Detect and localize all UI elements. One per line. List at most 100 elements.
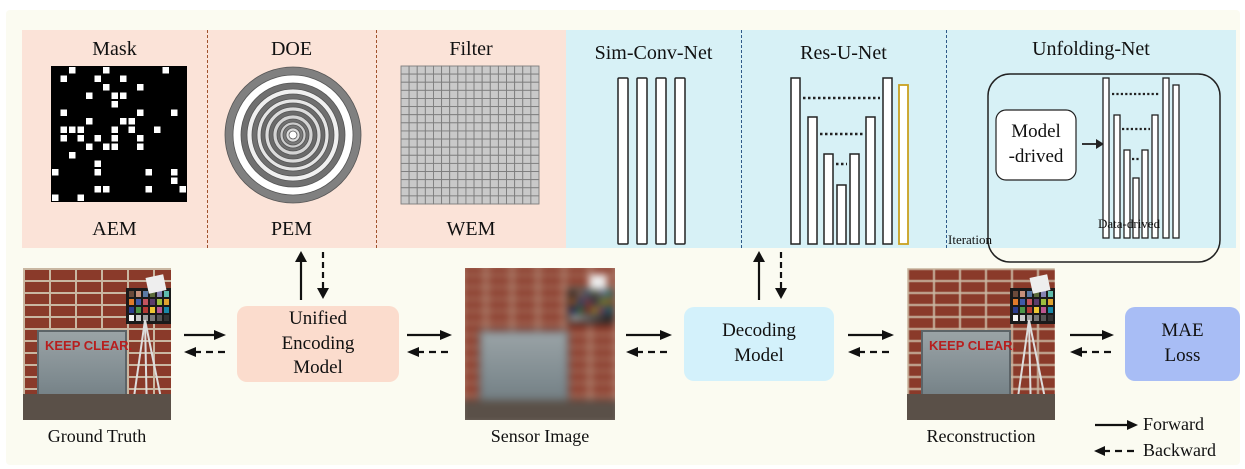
doe-title: DOE bbox=[270, 38, 313, 60]
backward-arrowhead bbox=[184, 347, 196, 357]
sensor-color-checker bbox=[568, 288, 614, 324]
legend-forward-arrow bbox=[1095, 420, 1138, 430]
mask-aperture bbox=[120, 75, 127, 82]
aem-caption: AEM bbox=[92, 218, 137, 240]
mask-aperture bbox=[94, 135, 101, 142]
backward-arrowhead bbox=[407, 347, 419, 357]
backward-arrowhead bbox=[626, 347, 638, 357]
forward-arrowhead bbox=[660, 330, 672, 340]
decoding-model-box: Decoding Model bbox=[684, 307, 834, 381]
mask-aperture bbox=[60, 135, 67, 142]
mae-loss-box: MAE Loss bbox=[1125, 307, 1240, 381]
reconstruction-color-checker bbox=[1010, 288, 1055, 324]
mask-aperture bbox=[77, 135, 84, 142]
mask-aperture bbox=[103, 143, 110, 150]
mask-aperture bbox=[111, 92, 118, 99]
mask-aperture bbox=[94, 160, 101, 167]
mask-aperture bbox=[52, 194, 59, 201]
model-driven-box: Model -drived bbox=[1008, 121, 1064, 167]
ground-truth-label: Ground Truth bbox=[47, 426, 147, 446]
mask-aperture bbox=[171, 109, 178, 116]
mask-aperture bbox=[128, 126, 135, 133]
mask-aperture bbox=[171, 177, 178, 184]
mask-aperture bbox=[137, 109, 144, 116]
mask-aperture bbox=[86, 118, 93, 125]
mask-aperture bbox=[145, 169, 152, 176]
mask-aperture bbox=[86, 92, 93, 99]
mask-aperture bbox=[111, 126, 118, 133]
mask-aperture bbox=[60, 126, 67, 133]
mask-title: Mask bbox=[92, 38, 137, 60]
mask-aperture bbox=[60, 75, 67, 82]
mask-aperture bbox=[52, 169, 59, 176]
decoding-separator-1 bbox=[741, 30, 742, 248]
ground-truth-image: KEEP CLEAR. bbox=[23, 268, 171, 420]
mask-aperture bbox=[137, 143, 144, 150]
mask-aperture bbox=[94, 75, 101, 82]
res-u-net-title: Res-U-Net bbox=[800, 42, 887, 64]
mask-aperture bbox=[103, 84, 110, 91]
mask-aperture bbox=[154, 126, 161, 133]
doe-ring bbox=[288, 130, 298, 140]
filter-grid bbox=[400, 65, 540, 205]
sensor-image bbox=[465, 268, 615, 420]
mask-aperture bbox=[94, 169, 101, 176]
mask-aperture bbox=[69, 152, 76, 159]
mask-aperture bbox=[137, 135, 144, 142]
encoding-vertical-arrows bbox=[295, 251, 329, 300]
iteration-label: Iteration bbox=[948, 232, 993, 247]
mask-aperture bbox=[111, 143, 118, 150]
data-driven-label: Data-drived bbox=[1098, 216, 1161, 231]
unified-encoding-model-box: Unified Encoding Model bbox=[237, 306, 399, 382]
mask-aperture bbox=[128, 118, 135, 125]
mask-aperture bbox=[69, 67, 76, 74]
mask-aperture bbox=[120, 118, 127, 125]
legend-forward-label: Forward bbox=[1143, 414, 1204, 434]
mask-aperture bbox=[103, 186, 110, 193]
filter-cell bbox=[530, 195, 540, 205]
encoding-separator-1 bbox=[207, 30, 208, 248]
mask-aperture bbox=[137, 84, 144, 91]
unfolding-net-diagram bbox=[987, 73, 1221, 263]
mask-aperture bbox=[111, 135, 118, 142]
encoding-separator-2 bbox=[376, 30, 377, 248]
unfolding-net-title: Unfolding-Net bbox=[1032, 38, 1150, 60]
backward-arrowhead bbox=[848, 347, 860, 357]
mask-aperture bbox=[103, 67, 110, 74]
mask-aperture bbox=[94, 186, 101, 193]
mask-aperture bbox=[162, 67, 169, 74]
forward-arrowhead bbox=[1102, 330, 1114, 340]
mask-aperture bbox=[77, 194, 84, 201]
wem-caption: WEM bbox=[446, 218, 496, 240]
mask-aperture bbox=[111, 101, 118, 108]
mask-aperture bbox=[60, 109, 67, 116]
mask-aperture bbox=[69, 126, 76, 133]
mask-aperture bbox=[171, 169, 178, 176]
filter-title: Filter bbox=[449, 38, 493, 60]
legend-backward-arrow bbox=[1094, 446, 1137, 456]
ground-truth-sign-text: KEEP CLEAR. bbox=[45, 338, 133, 353]
backward-arrowhead bbox=[1070, 347, 1082, 357]
forward-arrowhead bbox=[440, 330, 452, 340]
mask-aperture bbox=[145, 186, 152, 193]
res-u-net-diagram bbox=[790, 77, 909, 245]
mask-background bbox=[51, 66, 187, 202]
legend-backward-label: Backward bbox=[1143, 440, 1216, 460]
forward-arrowhead bbox=[882, 330, 894, 340]
decoding-separator-2 bbox=[946, 30, 947, 248]
pem-caption: PEM bbox=[270, 218, 313, 240]
mask-aperture bbox=[120, 92, 127, 99]
forward-arrowhead bbox=[214, 330, 226, 340]
reconstruction-sign-text: KEEP CLEAR. bbox=[929, 338, 1017, 353]
reconstruction-label: Reconstruction bbox=[926, 426, 1036, 446]
sim-conv-net-diagram bbox=[617, 77, 686, 245]
ground-truth-color-checker bbox=[126, 288, 171, 324]
decoding-vertical-arrows bbox=[753, 251, 787, 300]
mask-aperture bbox=[86, 143, 93, 150]
mask-pattern bbox=[51, 66, 187, 202]
mask-aperture bbox=[179, 186, 186, 193]
sensor-image-label: Sensor Image bbox=[490, 426, 590, 446]
doe-rings bbox=[224, 66, 362, 204]
